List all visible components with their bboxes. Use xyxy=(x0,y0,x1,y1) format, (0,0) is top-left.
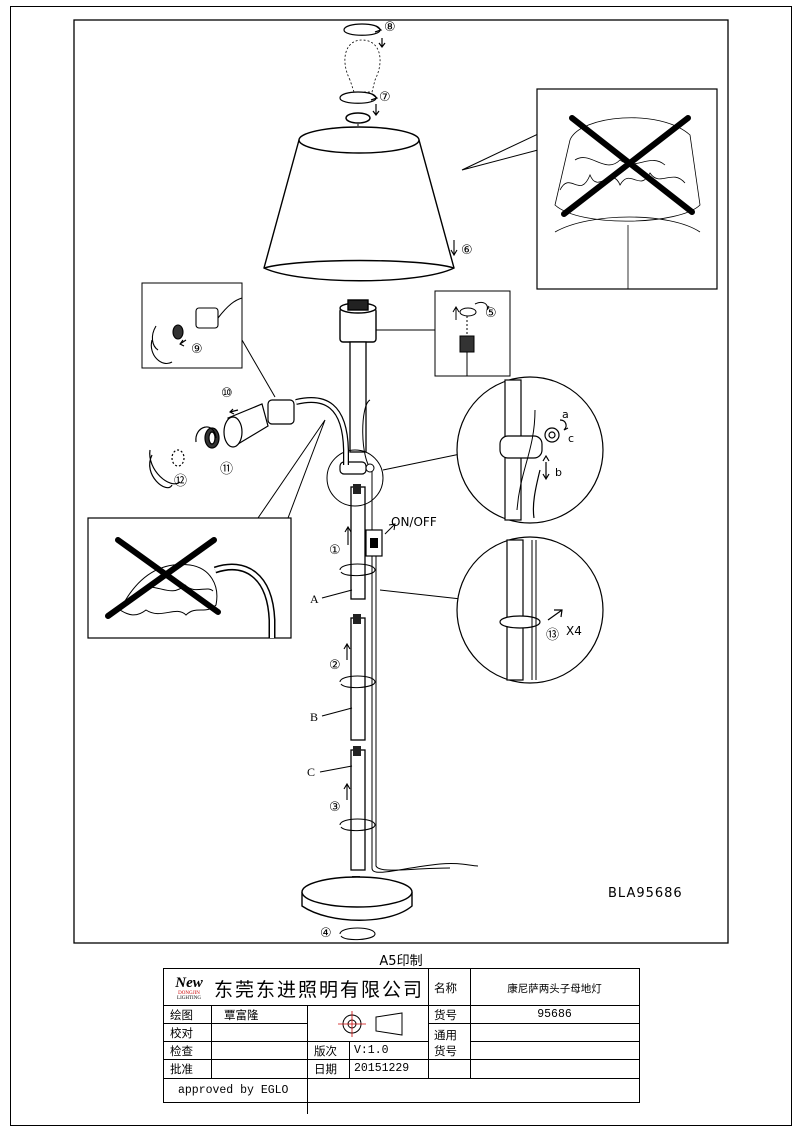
arm-inset-box xyxy=(141,282,243,369)
approved-by: approved by EGLO xyxy=(178,1083,289,1097)
inspect-label: 检查 xyxy=(170,1043,193,1058)
callout-c-label: c xyxy=(568,432,575,445)
x4-label: X4 xyxy=(566,624,582,638)
rotate-arrow-7 xyxy=(339,91,380,116)
general-label-2: 货号 xyxy=(434,1044,457,1058)
lampshade-drawing xyxy=(263,126,455,282)
company-logo: New DONGJIN LIGHTING xyxy=(175,974,203,1001)
step-6-label: ⑥ xyxy=(461,243,473,258)
company-name: 东莞东进照明有限公司 xyxy=(214,978,425,1001)
step-13-label: ⑬ xyxy=(546,628,560,643)
step-10-label: ⑩ xyxy=(221,386,233,401)
item-no-label: 货号 xyxy=(434,1007,457,1022)
approve-label: 批准 xyxy=(170,1061,193,1076)
cross-mark-icon xyxy=(561,115,695,217)
page-frame xyxy=(10,6,792,1126)
on-off-label: ON/OFF xyxy=(391,515,437,529)
step-7-label: ⑦ xyxy=(379,90,391,105)
part-b-label: B xyxy=(310,710,319,724)
date-value: 20151229 xyxy=(354,1062,410,1075)
model-code: BLA95686 xyxy=(608,886,683,901)
bulb-drawing xyxy=(344,39,381,93)
cross-mark-icon-2 xyxy=(105,537,221,619)
print-size-label: A5印制 xyxy=(379,954,423,969)
wrong-shade-box xyxy=(536,88,718,290)
version-label: 版次 xyxy=(314,1043,337,1058)
step-3-label: ③ xyxy=(329,800,341,815)
step-1-label: ① xyxy=(329,543,341,558)
date-label: 日期 xyxy=(314,1061,337,1076)
part-a-label: A xyxy=(310,592,319,606)
drawn-label: 绘图 xyxy=(170,1007,193,1022)
drawing-border xyxy=(73,19,729,944)
step-12-label: ⑫ xyxy=(174,474,188,489)
callout-a-label: a xyxy=(562,408,569,421)
check-label: 校对 xyxy=(170,1025,193,1040)
drawn-by: 覃富隆 xyxy=(224,1007,259,1022)
title-block: New DONGJIN LIGHTING 东莞东进照明有限公司 名称 康尼萨两头… xyxy=(163,968,640,1114)
lamp-pole-drawing xyxy=(349,341,367,871)
socket-inset-box xyxy=(434,290,511,377)
step-2-label: ② xyxy=(329,658,341,673)
step-4-label: ④ xyxy=(320,926,332,941)
name-label: 名称 xyxy=(434,981,457,995)
down-arrow-6 xyxy=(450,240,458,257)
clip-detail-circle xyxy=(456,536,604,684)
shade-ring xyxy=(345,112,371,124)
product-name: 康尼萨两头子母地灯 xyxy=(507,982,602,995)
step-11-label: ⑪ xyxy=(220,462,234,477)
crumpled-shade-drawing xyxy=(554,117,701,289)
projection-symbol-icon xyxy=(338,1011,403,1037)
general-label-1: 通用 xyxy=(434,1028,457,1042)
step-9-label: ⑨ xyxy=(191,342,203,357)
callout-b-label: b xyxy=(555,466,562,479)
rotate-arrow-8 xyxy=(343,23,386,48)
item-no: 95686 xyxy=(537,1008,572,1021)
part-c-label: C xyxy=(307,765,316,779)
reading-arm-drawing xyxy=(149,396,349,489)
lamp-base-drawing xyxy=(301,876,413,921)
version-value: V:1.0 xyxy=(354,1044,389,1057)
lamp-socket-drawing xyxy=(339,299,377,343)
step-8-label: ⑧ xyxy=(384,20,396,35)
step-5-label: ⑤ xyxy=(485,306,497,321)
